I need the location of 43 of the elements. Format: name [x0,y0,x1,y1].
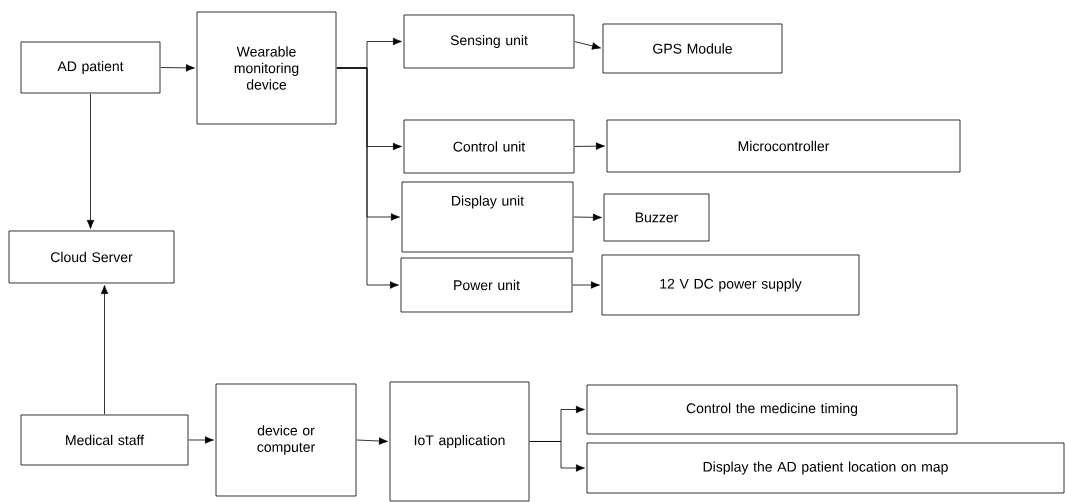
process-box [215,383,357,497]
process-box [606,119,961,173]
process-box [586,384,958,435]
arrow [160,64,195,72]
box-label: Display unit [452,195,524,209]
process-box [403,14,575,69]
arrow [86,93,95,229]
process-box [196,11,337,125]
process-box [586,442,1065,494]
box-label: Wearable monitoring device [234,46,299,90]
arrow [336,67,399,289]
box-label: device or computer [257,425,315,455]
box-label: 12 V DC power supply [660,278,802,292]
arrow [572,281,600,289]
box-label: AD patient [57,60,124,74]
box-label: IoT application [414,434,505,448]
process-box [401,181,574,253]
process-box [601,254,860,316]
box-label: Medical staff [66,434,145,446]
box-label: Power unit [454,279,520,291]
box-label: Sensing unit [450,34,528,48]
arrow [188,436,214,444]
process-box [400,257,573,313]
arrow [574,142,605,150]
process-box [389,381,530,502]
process-box [20,414,189,466]
box-label: Microcontroller [738,140,830,152]
arrow [529,441,585,472]
process-box [403,119,575,174]
process-box [20,41,161,94]
box-label: Cloud Server [51,251,133,263]
box-label: Display the AD patient location on map [703,461,948,475]
box-label: GPS Module [653,43,732,54]
box-label: Control unit [453,141,526,152]
arrow [574,41,601,50]
arrow [573,213,602,221]
arrow [356,437,388,445]
box-label: Control the medicine timing [686,402,858,416]
process-box [602,23,783,74]
process-box [8,230,175,284]
arrow [100,285,109,415]
box-label: Buzzer [635,212,679,223]
process-box [603,193,710,242]
